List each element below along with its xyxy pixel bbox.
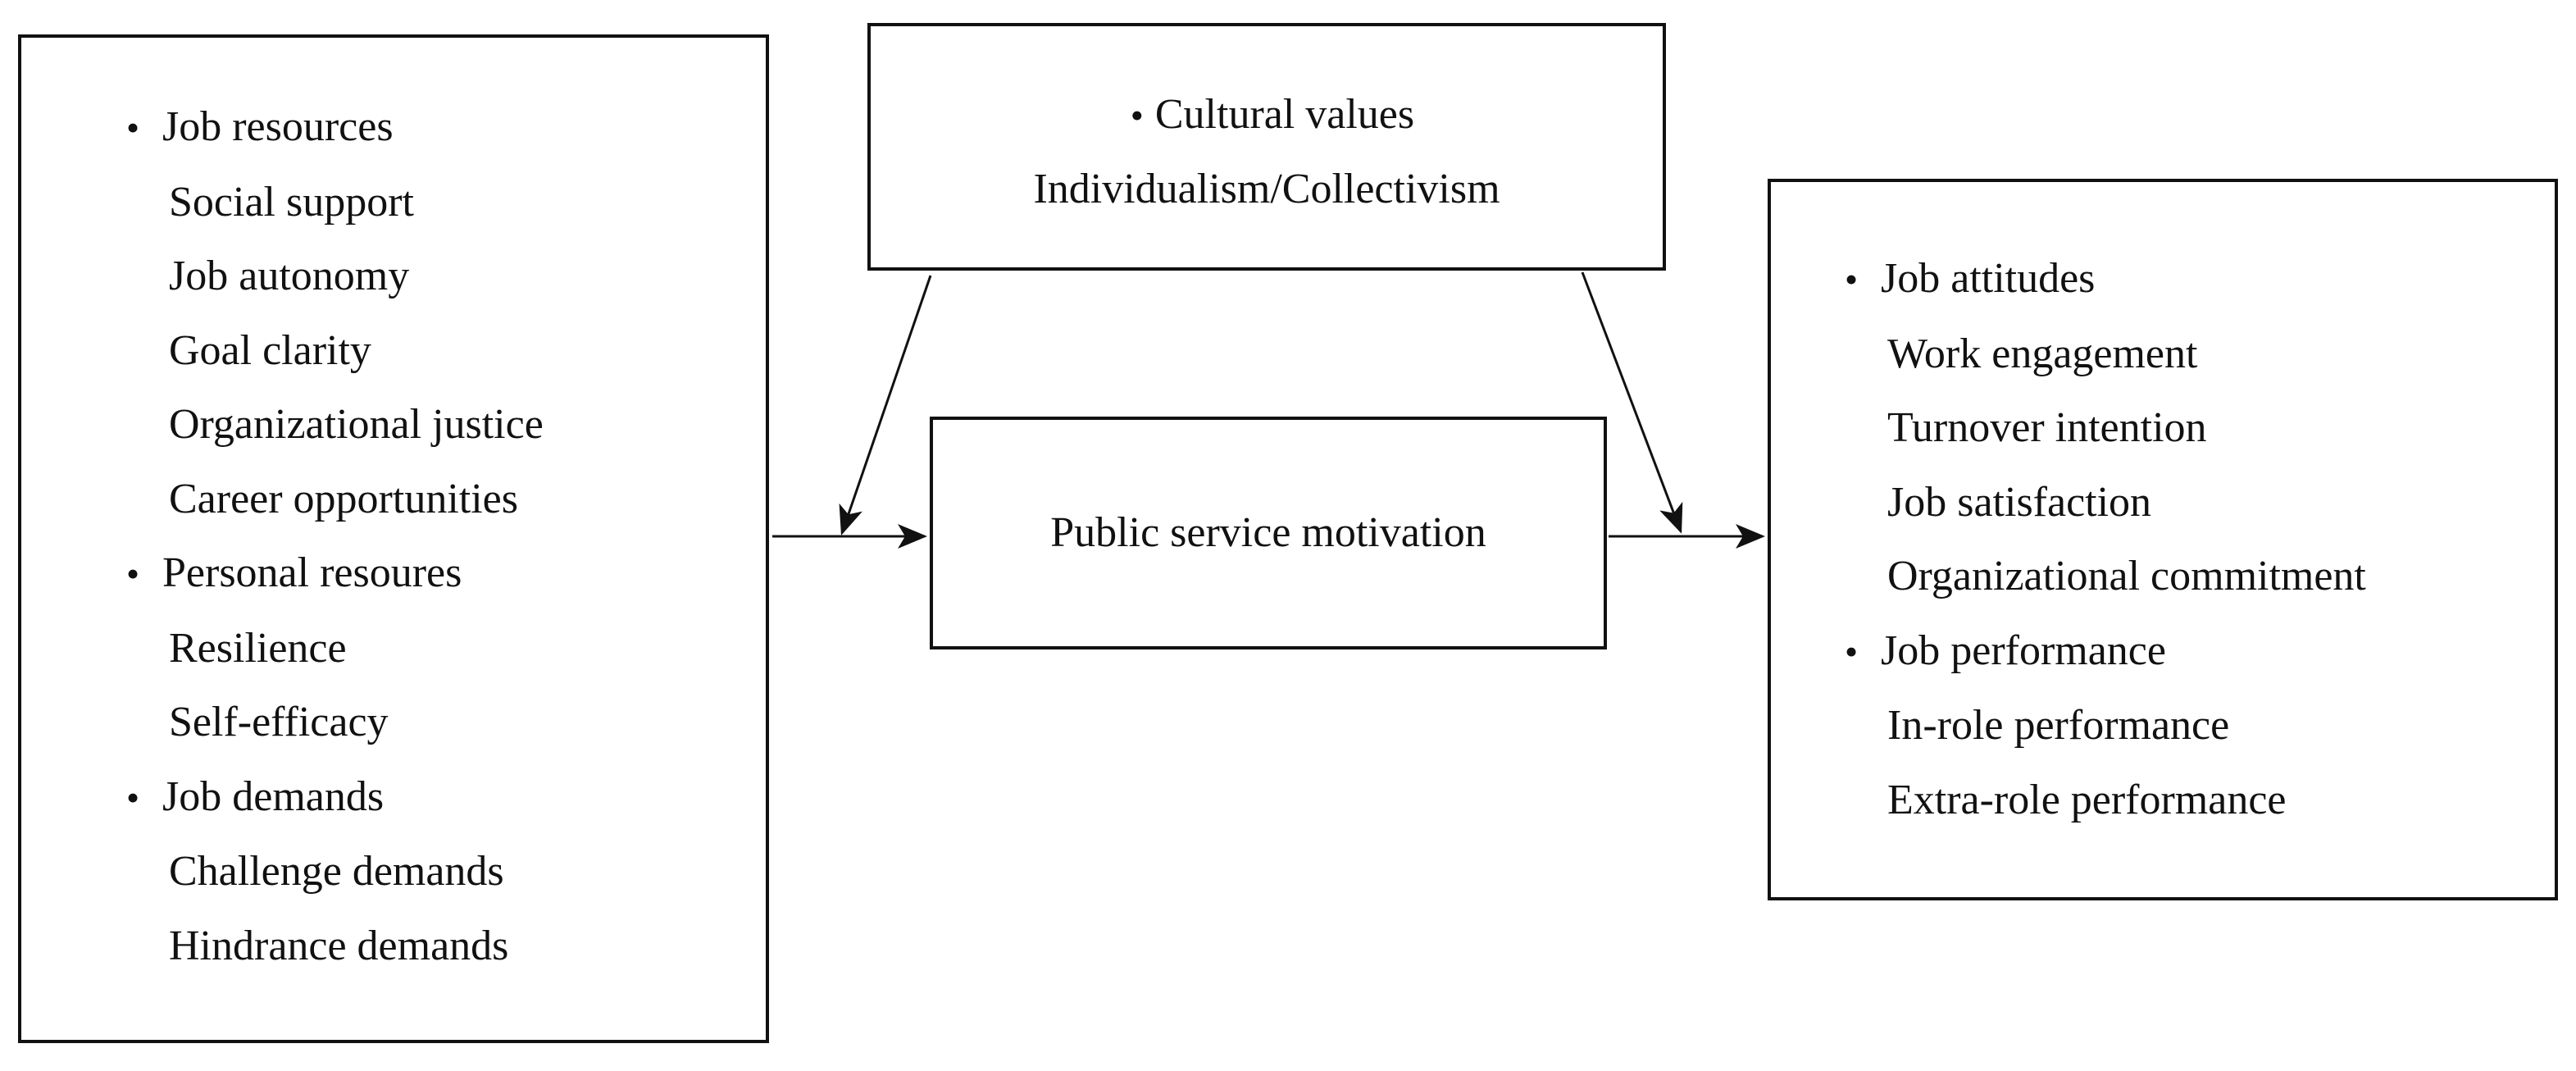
moderator-box: [867, 23, 1666, 271]
antecedent-item: Hindrance demands: [169, 922, 509, 969]
antecedent-item: Goal clarity: [169, 326, 371, 374]
mediator-box: [930, 417, 1607, 649]
antecedent-item: Job autonomy: [169, 253, 410, 299]
antecedent-group-heading: •Personal resoures: [126, 536, 544, 612]
antecedent-item: Organizational justice: [169, 401, 544, 448]
bullet-icon: •: [1845, 258, 1859, 300]
bullet-icon: •: [1130, 94, 1144, 136]
bullet-icon: •: [126, 553, 140, 595]
outcomes-box: [1768, 179, 2558, 900]
outcome-item: Turnover intention: [1887, 404, 2207, 451]
outcomes-list: •Job attitudes Work engagement Turnover …: [1845, 242, 2366, 837]
antecedents-box: [18, 34, 769, 1043]
outcome-item: Work engagement: [1887, 330, 2198, 377]
outcome-group-heading: •Job performance: [1845, 614, 2366, 690]
moderator-text: •Cultural values Individualism/Collectiv…: [867, 78, 1666, 226]
antecedent-item: Career opportunities: [169, 475, 518, 522]
moderator-heading: •Cultural values: [867, 78, 1666, 153]
outcome-group-heading: •Job attitudes: [1845, 242, 2366, 317]
moderator-subtext: Individualism/Collectivism: [1033, 166, 1500, 212]
mediator-label: Public service motivation: [1050, 509, 1486, 556]
bullet-icon: •: [126, 107, 140, 148]
outcome-item: Extra-role performance: [1887, 776, 2287, 823]
bullet-icon: •: [1845, 630, 1859, 672]
antecedent-group-heading: •Job demands: [126, 760, 544, 836]
antecedent-item: Social support: [169, 178, 414, 226]
outcome-item: In-role performance: [1887, 702, 2230, 749]
antecedents-list: •Job resources Social support Job autono…: [126, 90, 544, 983]
antecedent-item: Challenge demands: [169, 848, 504, 895]
outcome-item: Organizational commitment: [1887, 553, 2366, 599]
bullet-icon: •: [126, 776, 140, 818]
antecedent-item: Self-efficacy: [169, 699, 389, 745]
outcome-item: Job satisfaction: [1887, 478, 2152, 526]
antecedent-item: Resilience: [169, 624, 347, 672]
arrow-moderator-to-first-path: [839, 275, 932, 536]
antecedent-group-heading: •Job resources: [126, 90, 544, 166]
